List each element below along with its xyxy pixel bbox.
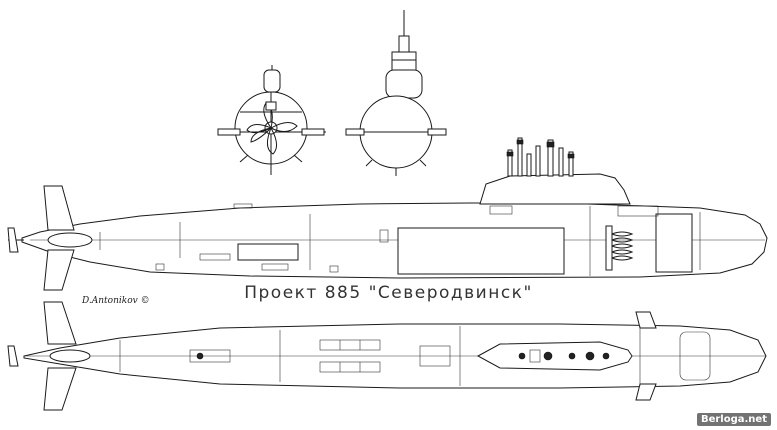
masts <box>506 137 575 177</box>
stern-front-view <box>217 65 326 175</box>
author-signature: D.Antonikov © <box>82 296 150 306</box>
top-plan-view <box>7 301 767 411</box>
deck-details <box>119 326 711 386</box>
missile-hatches <box>319 339 381 373</box>
hull-details <box>99 203 701 276</box>
site-watermark: Berloga.net <box>696 413 771 426</box>
sail-top-equipment <box>518 349 610 363</box>
torpedo-compartment-coil <box>611 231 634 261</box>
bow-front-view <box>345 10 447 176</box>
drawing-title: Проект 885 "Северодвинск" <box>244 283 533 303</box>
side-profile <box>7 137 768 291</box>
